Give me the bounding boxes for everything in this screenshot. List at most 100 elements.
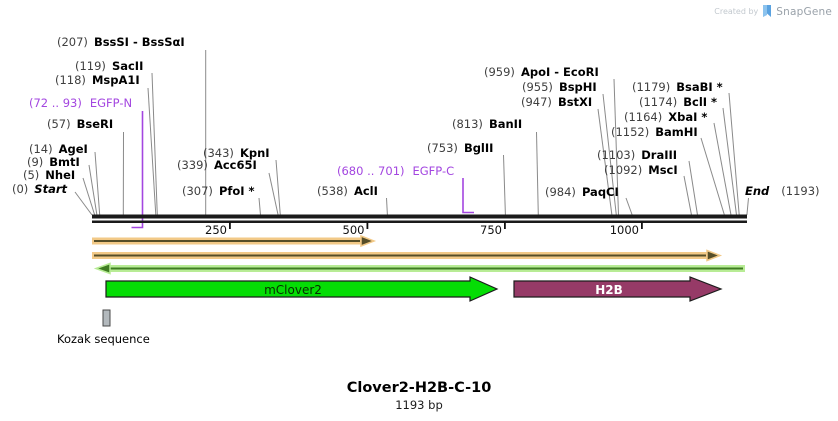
enzyme-site-label-bcli-[interactable]: (1174)BclI * xyxy=(639,96,717,109)
enzyme-site-label-acc65i[interactable]: (339)Acc65I xyxy=(177,159,257,172)
enzyme-site-label-bamhi[interactable]: (1152)BamHI xyxy=(611,126,698,139)
enzyme-site-label-acli[interactable]: (538) AclI xyxy=(317,185,378,198)
site-position: (680 .. 701) xyxy=(337,164,405,178)
site-name: BclI * xyxy=(683,95,718,109)
enzyme-site-label-end[interactable]: End (1193) xyxy=(745,185,820,198)
site-name: Acc65I xyxy=(213,158,257,172)
primer-arrow-2-head-icon xyxy=(706,249,723,262)
leader-line xyxy=(258,197,261,216)
sequence-bar-top[interactable] xyxy=(92,214,747,219)
site-name: EGFP-C xyxy=(412,164,455,178)
feature-h2b[interactable] xyxy=(513,276,723,302)
site-position: (307) xyxy=(182,184,213,198)
site-name: EGFP-N xyxy=(89,96,133,110)
site-name: BsaBI * xyxy=(676,80,723,94)
enzyme-site-label-apoi-ecori[interactable]: (959)ApoI - EcoRI xyxy=(484,66,599,79)
leader-line xyxy=(625,197,633,216)
construct-length: 1193 bp xyxy=(395,398,443,412)
site-position: (984) xyxy=(545,185,576,199)
site-name: AgeI xyxy=(58,142,88,156)
enzyme-site-label-bsssi-bsss-i[interactable]: (207)BssSI - BssSαI xyxy=(57,36,185,49)
site-name: End xyxy=(745,184,770,198)
site-position: (1152) xyxy=(611,125,650,139)
leader-line xyxy=(82,177,96,216)
enzyme-site-label-pfoi-[interactable]: (307) PfoI * xyxy=(182,185,255,198)
enzyme-site-label-start[interactable]: (0)Start xyxy=(12,183,67,196)
site-name: NheI xyxy=(45,168,76,182)
site-name: AclI xyxy=(353,184,378,198)
site-name: PfoI * xyxy=(218,184,255,198)
enzyme-site-label-nhei[interactable]: (5) NheI xyxy=(23,169,75,182)
site-position: (207) xyxy=(57,35,88,49)
site-position: (343) xyxy=(203,146,234,160)
enzyme-site-label-egfp-c[interactable]: (680 .. 701) EGFP-C xyxy=(337,165,454,178)
credit-brand: SnapGene xyxy=(776,5,832,18)
enzyme-site-label-bsabi-[interactable]: (1179) BsaBI * xyxy=(632,81,723,94)
site-name: SacII xyxy=(111,59,144,73)
site-position: (813) xyxy=(452,117,483,131)
site-position: (1193) xyxy=(781,184,820,198)
site-position: (9) xyxy=(27,155,44,169)
site-name: MspA1I xyxy=(91,73,140,87)
leader-line xyxy=(268,172,279,216)
leader-line xyxy=(536,131,539,216)
enzyme-site-label-paqci[interactable]: (984) PaqCI xyxy=(545,186,619,199)
enzyme-site-label-agei[interactable]: (14)AgeI xyxy=(29,143,88,156)
site-name: ApoI - EcoRI xyxy=(520,65,599,79)
leader-line xyxy=(597,108,613,216)
site-position: (0) xyxy=(12,182,29,196)
leader-line xyxy=(275,159,281,216)
enzyme-site-label-xbai-[interactable]: (1164)XbaI * xyxy=(624,111,707,124)
snapgene-credit: Created by SnapGene xyxy=(714,5,832,18)
site-name: BmtI xyxy=(49,155,80,169)
sequence-bar-bottom[interactable] xyxy=(92,220,747,224)
enzyme-site-label-bglii[interactable]: (753)BglII xyxy=(427,142,493,155)
leader-line xyxy=(503,154,506,216)
feature-mclover2[interactable] xyxy=(105,276,499,302)
ruler-tick xyxy=(366,221,369,229)
site-position: (538) xyxy=(317,184,348,198)
site-name: KpnI xyxy=(239,146,270,160)
site-position: (1179) xyxy=(632,80,671,94)
site-position: (947) xyxy=(521,95,552,109)
site-position: (118) xyxy=(55,73,86,87)
leader-line xyxy=(683,175,692,216)
ruler-tick xyxy=(229,221,231,229)
site-name: MscI xyxy=(648,163,678,177)
leader-line xyxy=(94,151,101,216)
site-name: DraIII xyxy=(641,148,678,162)
enzyme-site-label-sacii[interactable]: (119) SacII xyxy=(75,60,143,73)
leader-line xyxy=(688,160,698,216)
enzyme-site-label-draiii[interactable]: (1103) DraIII xyxy=(597,149,677,162)
site-position: (5) xyxy=(23,168,40,182)
site-position: (72 .. 93) xyxy=(29,96,82,110)
enzyme-site-label-banii[interactable]: (813)BanII xyxy=(452,118,522,131)
credit-prefix: Created by xyxy=(714,7,759,16)
primer-arrow-1-head-icon xyxy=(360,234,377,248)
ruler-tick xyxy=(641,221,643,229)
enzyme-site-label-bstxi[interactable]: (947)BstXI xyxy=(521,96,592,109)
enzyme-site-label-bsphi[interactable]: (955)BspHI xyxy=(522,81,597,94)
site-position: (1092) xyxy=(604,163,643,177)
site-position: (1103) xyxy=(597,148,636,162)
leader-line xyxy=(74,191,93,216)
leader-line xyxy=(722,107,737,216)
leader-line xyxy=(602,93,617,216)
enzyme-site-label-kpni[interactable]: (343) KpnI xyxy=(203,147,270,160)
leader-line xyxy=(746,197,749,216)
ruler-tick xyxy=(504,221,506,229)
enzyme-site-label-bmti[interactable]: (9) BmtI xyxy=(27,156,80,169)
site-name: PaqCI xyxy=(581,185,619,199)
leader-line xyxy=(386,197,388,216)
enzyme-site-label-msci[interactable]: (1092) MscI xyxy=(604,164,678,177)
site-position: (753) xyxy=(427,141,458,155)
leader-line xyxy=(147,87,157,216)
leader-line xyxy=(151,72,158,216)
enzyme-site-label-mspa1i[interactable]: (118) MspA1I xyxy=(55,74,140,87)
enzyme-site-label-bseri[interactable]: (57)BseRI xyxy=(47,118,113,131)
leader-line xyxy=(613,78,619,216)
site-position: (119) xyxy=(75,59,106,73)
feature-kozak-box[interactable] xyxy=(102,309,111,327)
enzyme-site-label-egfp-n[interactable]: (72 .. 93) EGFP-N xyxy=(29,97,132,110)
